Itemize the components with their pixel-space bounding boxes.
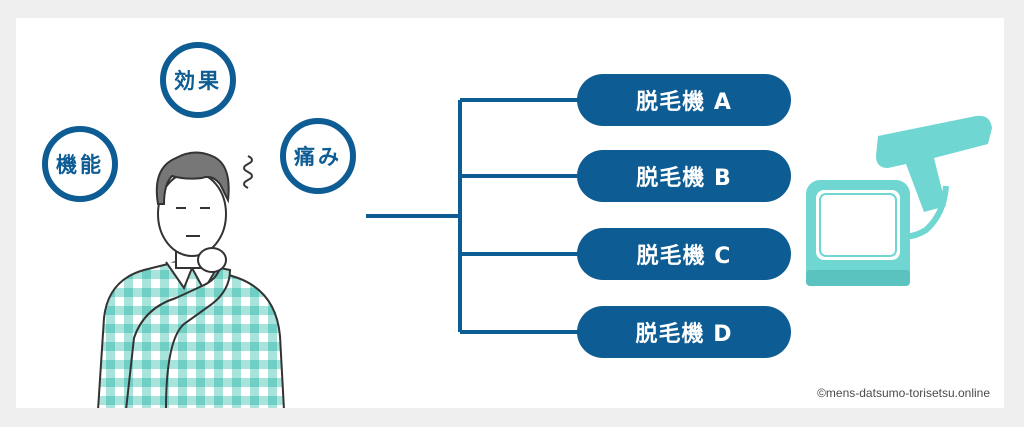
hair-removal-device-icon (806, 115, 992, 286)
concern-label: 痛み (294, 145, 342, 169)
machine-option-d: 脱毛機 D (577, 306, 791, 358)
machine-label: 脱毛機 A (636, 90, 732, 115)
machine-option-a: 脱毛機 A (577, 74, 791, 126)
machine-option-b: 脱毛機 B (577, 150, 791, 202)
concern-label: 効果 (174, 69, 222, 93)
machine-label: 脱毛機 B (636, 166, 732, 191)
connector-lines (366, 98, 580, 334)
diagram-canvas: 機能 効果 痛み 脱毛機 A 脱毛機 B 脱毛機 C 脱毛機 D (16, 18, 1004, 408)
thinking-man-illustration (97, 151, 285, 408)
copyright-credit: ©mens-datsumo-torisetsu.online (817, 386, 990, 400)
concern-bubble-pain: 痛み (280, 118, 356, 194)
machine-option-c: 脱毛機 C (577, 228, 791, 280)
machine-label: 脱毛機 C (636, 244, 732, 269)
machine-label: 脱毛機 D (635, 322, 733, 347)
concern-bubble-effect: 効果 (160, 42, 236, 118)
concern-bubble-function: 機能 (42, 126, 118, 202)
concern-label: 機能 (56, 153, 104, 177)
